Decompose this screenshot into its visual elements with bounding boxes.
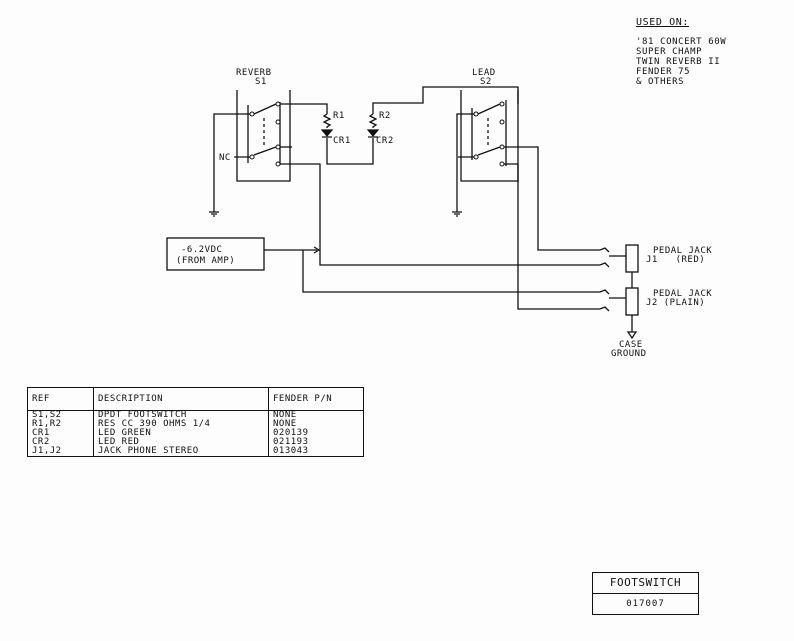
- used-on-header: USED ON:: [636, 17, 689, 28]
- table-cell: 021193: [273, 437, 309, 447]
- wire-s2-right-mid: [502, 146, 600, 251]
- wire-s1-ground: [213, 113, 250, 212]
- title-block: FOOTSWITCH 017007: [592, 572, 699, 615]
- table-cell: RES CC 390 OHMS 1/4: [98, 419, 211, 429]
- col-header-ref: REF: [27, 387, 94, 411]
- s2-contact: [473, 111, 479, 117]
- table-cell: NONE: [273, 410, 297, 420]
- s1-contact: [275, 144, 281, 150]
- cr2-led: [366, 129, 380, 137]
- s2-lever-bottom: [477, 146, 501, 156]
- parts-table-header-row: REF DESCRIPTION FENDER P/N: [27, 387, 364, 411]
- table-cell: J1,J2: [32, 446, 62, 456]
- supply-arrow: [313, 246, 321, 254]
- jack1-tip-top: [599, 247, 610, 253]
- jack2-tip-bot: [599, 306, 610, 312]
- jack2-tip-top: [599, 289, 610, 295]
- s2-contact: [499, 101, 505, 107]
- table-cell: R1,R2: [32, 419, 62, 429]
- jack1-tip-bot: [599, 262, 610, 268]
- cr1-label: CR1: [333, 136, 351, 146]
- wire-supply-down: [302, 250, 600, 293]
- s1-contact: [249, 111, 255, 117]
- table-cell: NONE: [273, 419, 297, 429]
- r2-resistor: [368, 113, 378, 128]
- s2-contact: [473, 154, 479, 160]
- s1-body-outline: [236, 90, 291, 182]
- case-ground-line2: GROUND: [611, 349, 647, 359]
- title-block-number: 017007: [626, 599, 665, 609]
- jack1-body: [625, 244, 639, 273]
- supply-line2: (FROM AMP): [176, 256, 235, 266]
- used-on-item: TWIN REVERB II: [636, 57, 721, 67]
- title-block-title: FOOTSWITCH: [593, 573, 698, 594]
- s1-name-label: REVERB: [236, 68, 272, 78]
- parts-table-body: S1,S2 R1,R2 CR1 CR2 J1,J2 DPDT FOOTSWITC…: [27, 410, 364, 457]
- used-on-item: '81 CONCERT 60W: [636, 37, 727, 47]
- table-cell: S1,S2: [32, 410, 62, 420]
- s2-lever-top: [477, 103, 501, 115]
- s2-name-label: LEAD: [472, 68, 496, 78]
- table-cell: 013043: [273, 446, 309, 456]
- jack2-line2: J2 (PLAIN): [646, 298, 705, 308]
- s1-lever-bottom: [253, 146, 277, 156]
- table-cell: JACK PHONE STEREO: [98, 446, 199, 456]
- ground-s1: [209, 211, 219, 217]
- jack1-line1: PEDAL JACK: [653, 246, 712, 256]
- wire-r2-up: [372, 86, 519, 114]
- table-cell: LED RED: [98, 437, 140, 447]
- cr2-label: CR2: [376, 136, 394, 146]
- jack2-line1: PEDAL JACK: [653, 289, 712, 299]
- s2-body-outline: [460, 90, 519, 182]
- r2-label: R2: [379, 111, 391, 121]
- case-ground-arrow: [626, 331, 638, 340]
- s2-contact: [499, 161, 505, 167]
- wire-s2-right-low: [502, 163, 600, 310]
- s2-contact: [499, 119, 505, 125]
- used-on-block: USED ON: '81 CONCERT 60W SUPER CHAMP TWI…: [636, 17, 727, 88]
- wire-s1-to-r1: [278, 103, 328, 114]
- r1-label: R1: [333, 111, 345, 121]
- jack2-body: [625, 287, 639, 316]
- cr1-led: [320, 129, 334, 137]
- jack1-line2: J1 (RED): [646, 255, 705, 265]
- table-cell: CR1: [32, 428, 50, 438]
- wire-s2-ground: [456, 113, 474, 212]
- col-header-part-number: FENDER P/N: [268, 387, 364, 411]
- ref-cell: S1,S2 R1,R2 CR1 CR2 J1,J2: [27, 410, 94, 457]
- col-header-description: DESCRIPTION: [93, 387, 269, 411]
- table-cell: 020139: [273, 428, 309, 438]
- s1-lever-top: [253, 103, 277, 115]
- supply-line1: -6.2VDC: [181, 245, 222, 255]
- table-cell: CR2: [32, 437, 50, 447]
- supply-box: [166, 237, 265, 271]
- table-cell: LED GREEN: [98, 428, 152, 438]
- wire-s1-right-low: [278, 163, 600, 266]
- part-number-cell: NONE NONE 020139 021193 013043: [268, 410, 364, 457]
- s2-ref-label: S2: [480, 77, 492, 87]
- ground-s2: [452, 211, 462, 217]
- s1-contact: [249, 154, 255, 160]
- s1-ref-label: S1: [255, 77, 267, 87]
- s2-contact: [499, 144, 505, 150]
- used-on-item: & OTHERS: [636, 77, 685, 87]
- case-ground-line1: CASE: [619, 340, 643, 350]
- table-cell: DPDT FOOTSWITCH: [98, 410, 187, 420]
- r1-resistor: [322, 113, 332, 128]
- s1-contact: [275, 119, 281, 125]
- s1-contact: [275, 101, 281, 107]
- s1-nc-label: NC: [219, 153, 231, 163]
- used-on-item: FENDER 75: [636, 67, 691, 77]
- wire-cr1-to-cr2: [326, 138, 374, 165]
- description-cell: DPDT FOOTSWITCH RES CC 390 OHMS 1/4 LED …: [93, 410, 269, 457]
- parts-table: REF DESCRIPTION FENDER P/N S1,S2 R1,R2 C…: [27, 387, 364, 457]
- s1-contact: [275, 161, 281, 167]
- used-on-item: SUPER CHAMP: [636, 47, 703, 57]
